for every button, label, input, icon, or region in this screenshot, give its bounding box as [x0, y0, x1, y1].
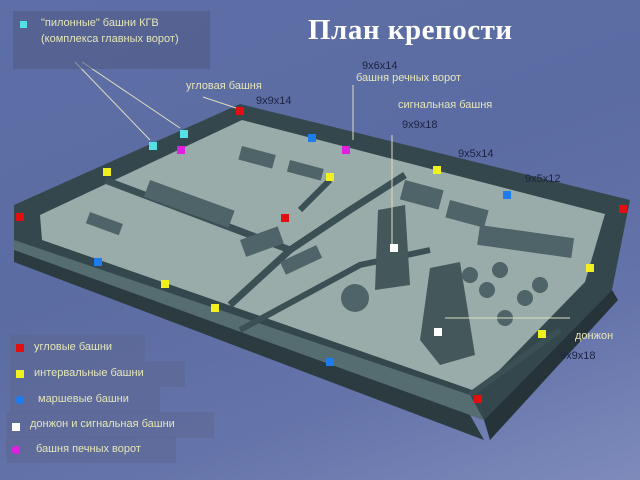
river-gate-dim: 9x6x14: [362, 60, 398, 72]
legend-label: маршевые башни: [38, 393, 129, 405]
corner-tower-marker: [236, 107, 244, 115]
tower-markers: [16, 107, 627, 403]
march-tower-marker: [326, 358, 334, 366]
march-tower-marker: [94, 258, 102, 266]
pylon-swatch: [20, 21, 27, 28]
wall-top-front: [14, 240, 484, 420]
legend-item-march: маршевые башни: [10, 387, 160, 413]
interval-tower-marker: [326, 173, 334, 181]
legend-swatch: [16, 370, 24, 378]
river-gate-label: башня речных ворот: [356, 72, 462, 84]
corner-tower-marker: [16, 213, 24, 221]
river-gate-marker: [342, 146, 350, 154]
corner-tower-dim: 9x9x14: [256, 95, 292, 107]
buildings: [85, 146, 575, 326]
legend-item-corner: угловые башни: [10, 335, 145, 361]
legend-swatch: [12, 446, 20, 454]
legend-item-river-gate: башня печных ворот: [6, 437, 176, 463]
legend-label: интервальные башни: [34, 367, 144, 379]
donjon: [420, 262, 475, 365]
legend-label: донжон и сигнальная башни: [30, 418, 175, 430]
corner-tower-marker: [281, 214, 289, 222]
corner-tower-label: угловая башня: [186, 80, 262, 92]
inner-wall: [227, 247, 293, 308]
interval-tower-marker: [103, 168, 111, 176]
inner-wall: [297, 177, 333, 213]
legend-item-interval: интервальные башни: [10, 361, 185, 387]
interval-tower-dim: 9x5x14: [458, 148, 494, 160]
interval-tower-marker: [538, 330, 546, 338]
march-tower-marker: [503, 191, 511, 199]
corner-tower-marker: [619, 205, 627, 213]
page-title: План крепости: [308, 14, 513, 46]
donjon-marker: [434, 328, 442, 336]
pylon-note-line1: "пилонные" башни КГВ: [41, 17, 159, 29]
corner-tower-marker: [474, 395, 482, 403]
pylon-tower-marker: [180, 130, 188, 138]
interval-tower-marker: [161, 280, 169, 288]
march-tower-marker: [308, 134, 316, 142]
legend-swatch: [12, 423, 20, 431]
interval-tower-marker: [433, 166, 441, 174]
signal-tower-dim: 9x9x18: [402, 119, 438, 131]
march-tower-dim: 9x5x12: [525, 173, 561, 185]
pylon-note: "пилонные" башни КГВ (комплекса главных …: [13, 11, 210, 69]
signal-tower-marker: [390, 244, 398, 252]
wall-front-face: [14, 250, 484, 440]
pylon-note-line2: (комплекса главных ворот): [41, 33, 179, 45]
legend-label: башня печных ворот: [36, 443, 141, 455]
legend-swatch: [16, 396, 24, 404]
pylon-tower-marker: [149, 142, 157, 150]
inner-wall: [468, 327, 562, 398]
donjon-dim: 9x9x18: [560, 350, 596, 362]
river-gate-marker: [177, 146, 185, 154]
legend-label: угловые башни: [34, 341, 113, 353]
leader-lines: [74, 61, 570, 319]
legend-swatch: [16, 344, 24, 352]
wall-right-face: [484, 290, 618, 440]
interval-tower-marker: [586, 264, 594, 272]
legend-item-donjon: донжон и сигнальная башни: [6, 412, 214, 438]
donjon-label: донжон: [575, 330, 614, 342]
signal-tower-label: сигнальная башня: [398, 99, 493, 111]
interval-tower-marker: [211, 304, 219, 312]
